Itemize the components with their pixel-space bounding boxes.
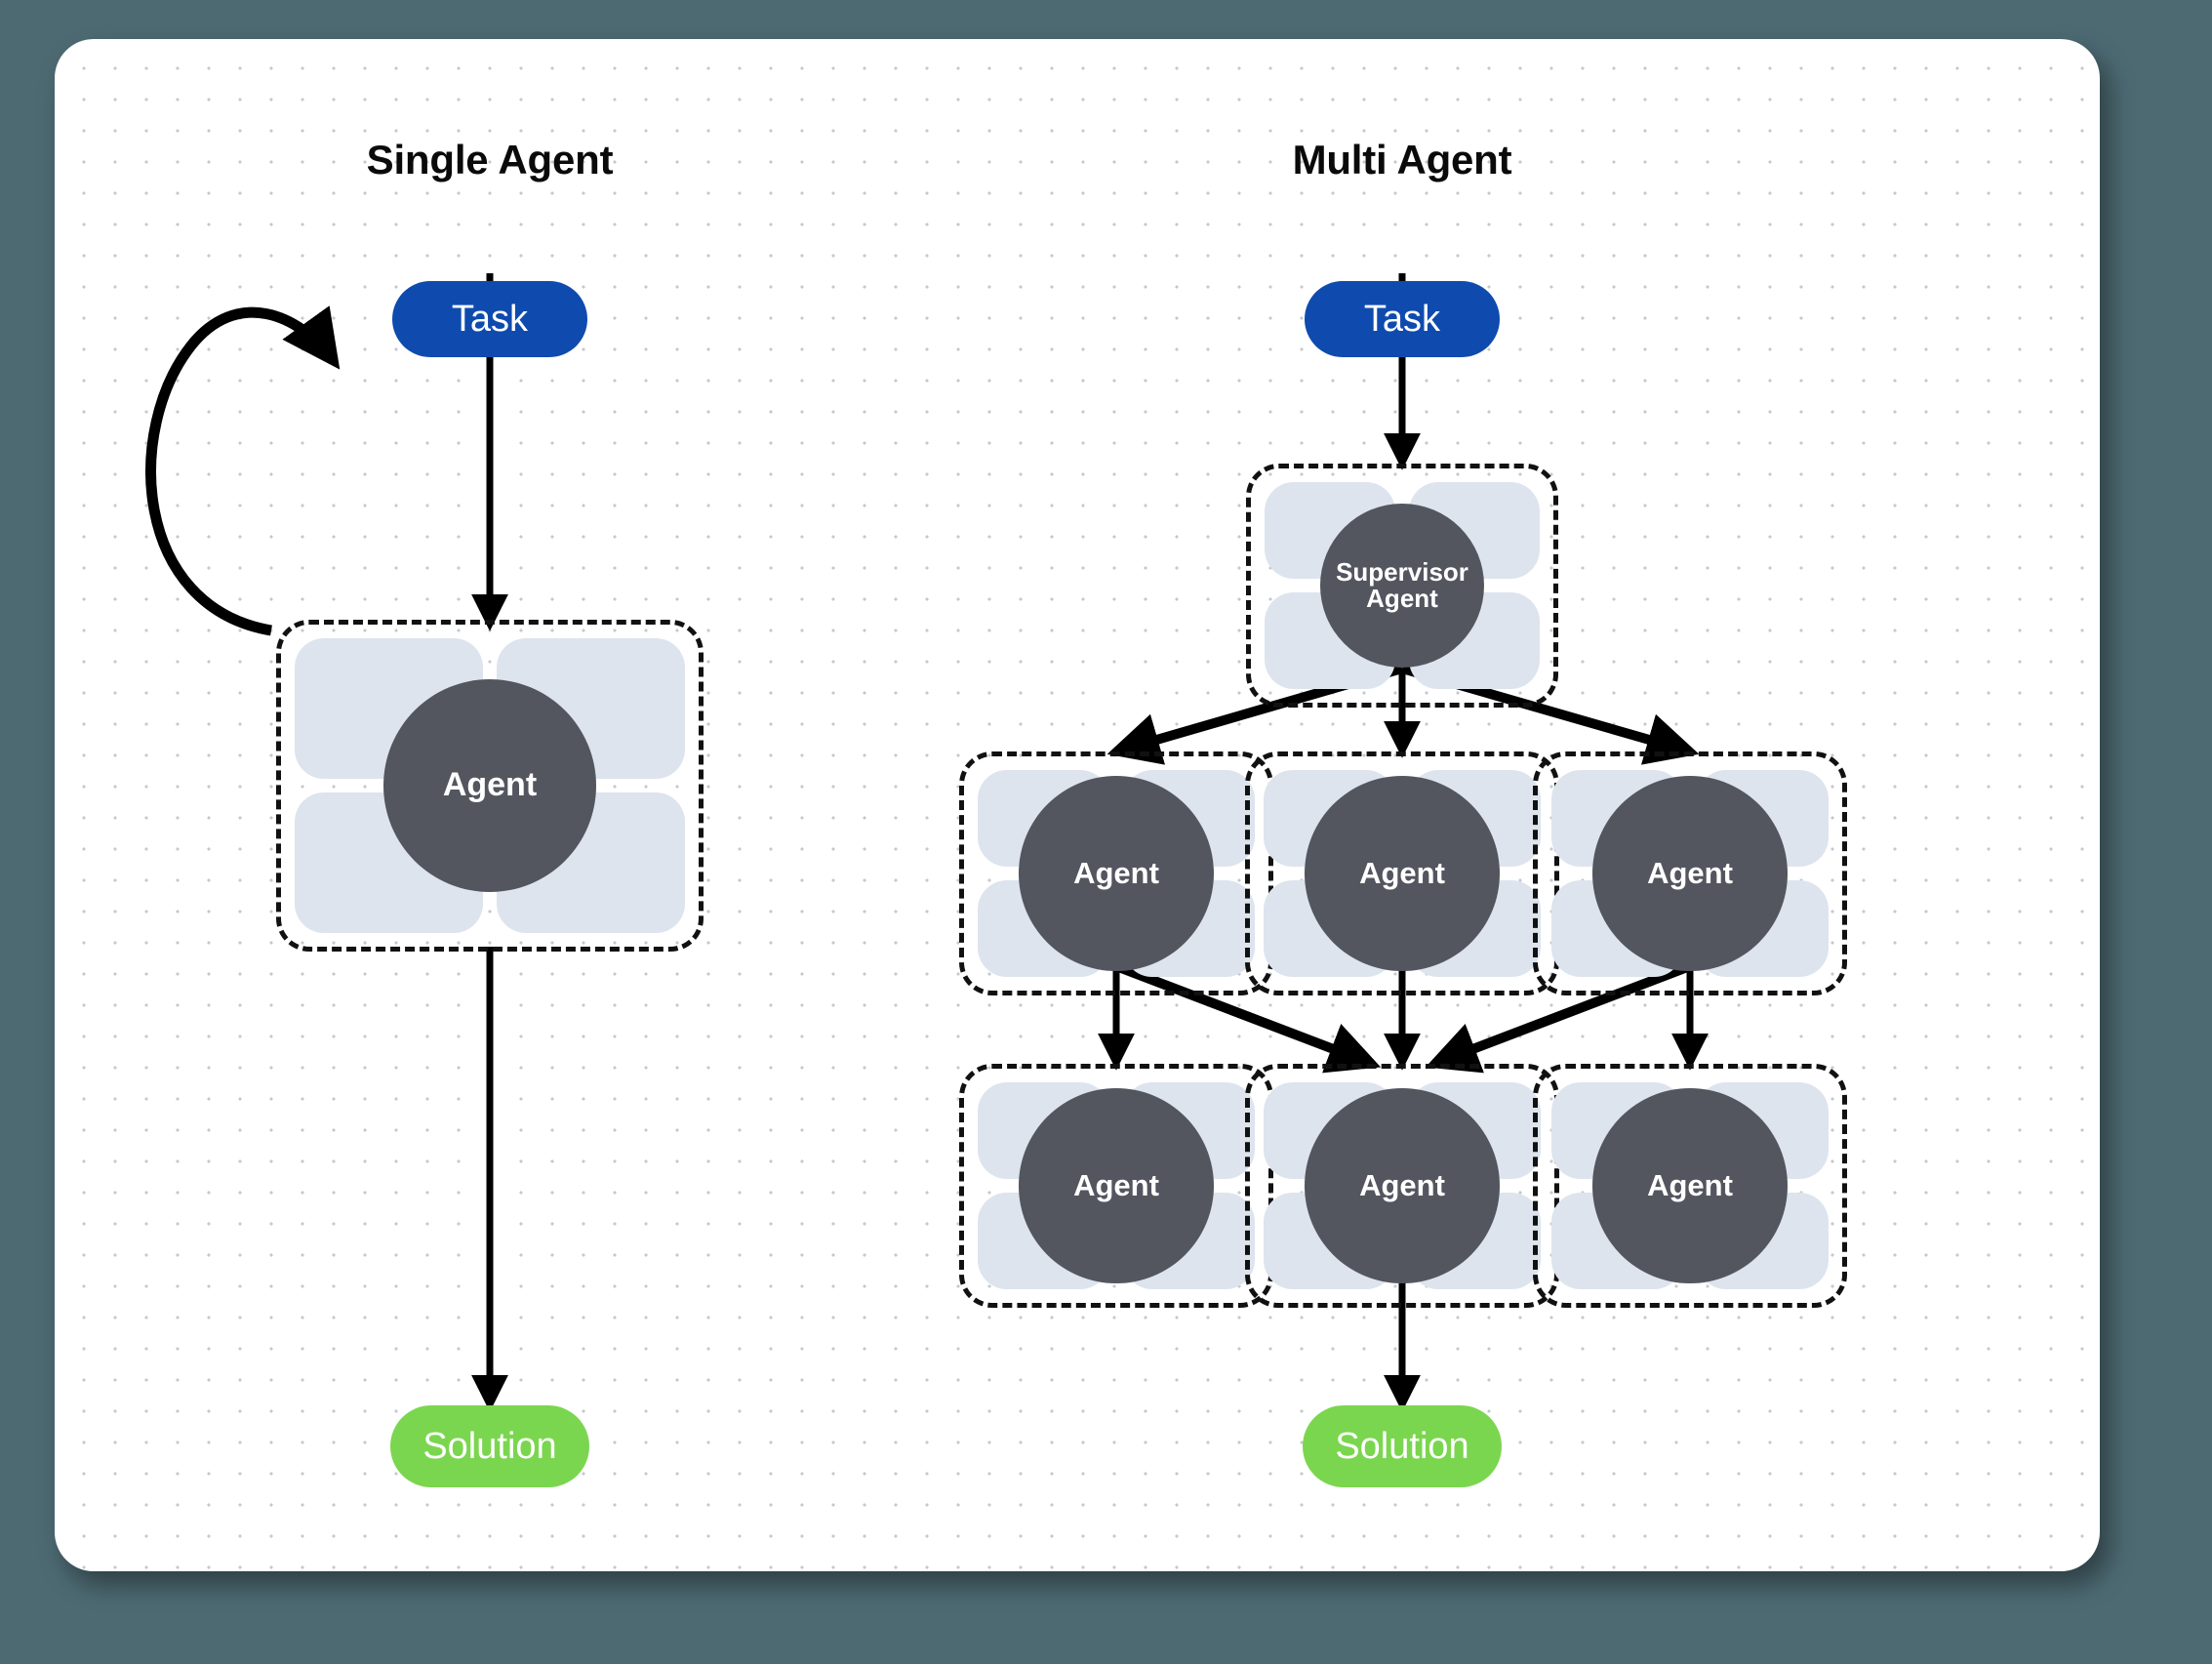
node-agent-r1c3[interactable]: Agent bbox=[1533, 751, 1847, 995]
agent-circle: Agent bbox=[1592, 1088, 1788, 1283]
supervisor-label-line2: Agent bbox=[1366, 584, 1438, 613]
agent-label: Agent bbox=[1359, 855, 1445, 890]
node-task-single-label: Task bbox=[451, 298, 529, 340]
node-agent-r1c2[interactable]: Agent bbox=[1245, 751, 1559, 995]
page-title-single-agent: Single Agent bbox=[366, 137, 614, 183]
agent-label: Agent bbox=[1647, 855, 1733, 890]
agent-label: Agent bbox=[1073, 855, 1159, 890]
supervisor-label-line1: Supervisor bbox=[1336, 556, 1468, 587]
node-agent-r2c2[interactable]: Agent bbox=[1245, 1064, 1559, 1308]
page-title-multi-agent: Multi Agent bbox=[1292, 137, 1512, 183]
agent-circle: Agent bbox=[1305, 776, 1500, 971]
agent-label: Agent bbox=[1647, 1167, 1733, 1202]
node-agent-single[interactable]: Agent bbox=[276, 620, 704, 952]
agent-label: Agent bbox=[1359, 1167, 1445, 1202]
node-agent-r1c1[interactable]: Agent bbox=[959, 751, 1273, 995]
node-agent-r2c1[interactable]: Agent bbox=[959, 1064, 1273, 1308]
node-agent-r2c3[interactable]: Agent bbox=[1533, 1064, 1847, 1308]
agent-label: Agent bbox=[442, 766, 538, 804]
agent-circle: Agent bbox=[1592, 776, 1788, 971]
agent-label: Agent bbox=[1073, 1167, 1159, 1202]
agent-circle: Agent bbox=[1305, 1088, 1500, 1283]
agent-circle: Agent bbox=[383, 679, 596, 892]
node-task-multi-label: Task bbox=[1363, 298, 1441, 340]
diagram-card: Single Agent Task Agent Solution Multi A… bbox=[55, 39, 2100, 1571]
agent-circle: Agent bbox=[1019, 1088, 1214, 1283]
node-solution-multi[interactable]: Solution bbox=[1303, 1405, 1502, 1487]
node-task-single[interactable]: Task bbox=[392, 281, 587, 357]
node-solution-single-label: Solution bbox=[422, 1425, 557, 1467]
node-task-multi[interactable]: Task bbox=[1305, 281, 1500, 357]
node-solution-single[interactable]: Solution bbox=[390, 1405, 589, 1487]
node-supervisor-agent[interactable]: Supervisor Agent bbox=[1246, 464, 1558, 708]
supervisor-agent-circle: Supervisor Agent bbox=[1320, 504, 1484, 668]
node-solution-multi-label: Solution bbox=[1335, 1425, 1469, 1467]
agent-circle: Agent bbox=[1019, 776, 1214, 971]
